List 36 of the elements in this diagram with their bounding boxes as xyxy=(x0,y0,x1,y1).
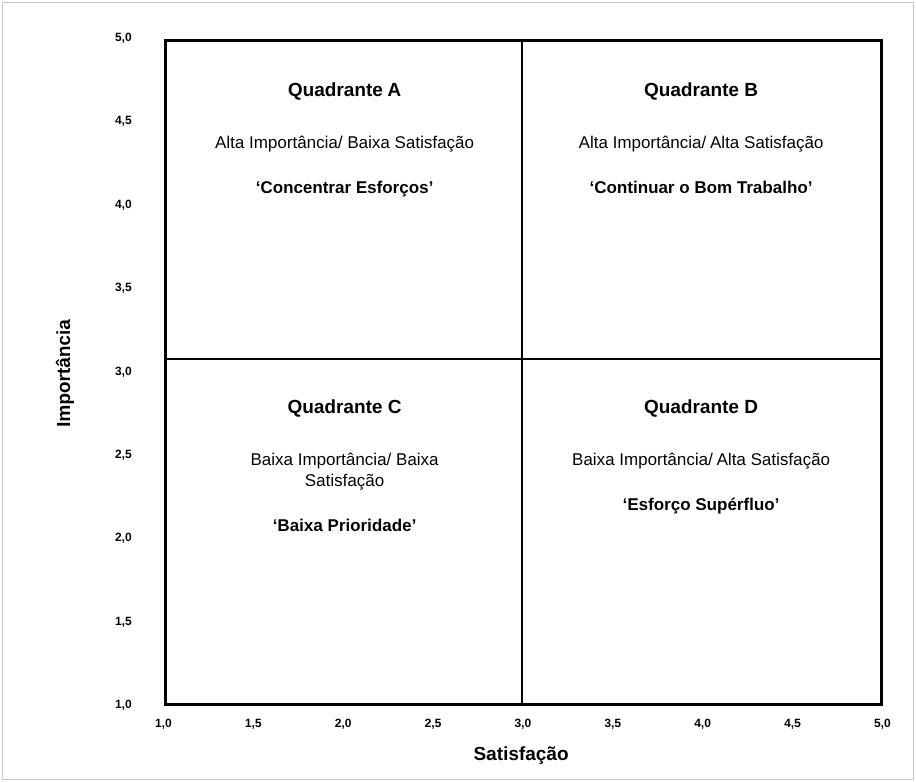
axis-tick-label: 2,5 xyxy=(424,716,442,730)
quadrant-title: Quadrante C xyxy=(287,397,402,419)
quadrant-box xyxy=(521,358,883,706)
quadrant-box xyxy=(521,39,883,360)
quadrant-description: Baixa Importância/ Baixa Satisfação xyxy=(249,449,440,491)
axis-title: Importância xyxy=(54,318,76,426)
quadrant-title: Quadrante B xyxy=(644,80,758,102)
axis-tick-label: 1,0 xyxy=(115,697,132,711)
axis-tick-label: 5,0 xyxy=(874,716,891,730)
axis-tick-label: 5,0 xyxy=(115,30,132,44)
axis-tick-label: 3,0 xyxy=(115,364,132,378)
quadrant-motto: ‘Concentrar Esforços’ xyxy=(254,177,434,199)
quadrant-description: Baixa Importância/ Alta Satisfação xyxy=(571,449,831,470)
axis-tick-label: 3,0 xyxy=(514,716,532,730)
axis-tick-label: 1,0 xyxy=(155,716,172,730)
quadrant-motto: ‘Continuar o Bom Trabalho’ xyxy=(588,177,814,199)
quadrant-box xyxy=(164,358,523,706)
axis-tick-label: 3,5 xyxy=(115,280,132,294)
axis-title: Satisfação xyxy=(474,744,569,766)
quadrant-description: Alta Importância/ Baixa Satisfação xyxy=(214,132,474,153)
quadrant-title: Quadrante A xyxy=(288,80,402,102)
quadrant-title: Quadrante D xyxy=(644,397,758,419)
quadrant-box xyxy=(164,39,523,360)
axis-tick-label: 4,0 xyxy=(115,196,132,211)
axis-tick-label: 4,0 xyxy=(694,716,711,730)
axis-tick-label: 4,5 xyxy=(784,716,801,730)
axis-tick-label: 1,5 xyxy=(115,614,132,628)
axis-tick-label: 4,5 xyxy=(115,113,132,128)
axis-tick-label: 3,5 xyxy=(604,716,622,730)
axis-tick-label: 2,5 xyxy=(115,446,132,461)
axis-tick-label: 2,0 xyxy=(334,716,352,730)
axis-tick-label: 1,5 xyxy=(244,716,262,730)
quadrant-description: Alta Importância/ Alta Satisfação xyxy=(578,132,824,153)
quadrant-motto: ‘Baixa Prioridade’ xyxy=(272,515,418,537)
axis-tick-label: 2,0 xyxy=(115,530,132,544)
quadrant-motto: ‘Esforço Supérfluo’ xyxy=(622,494,780,516)
